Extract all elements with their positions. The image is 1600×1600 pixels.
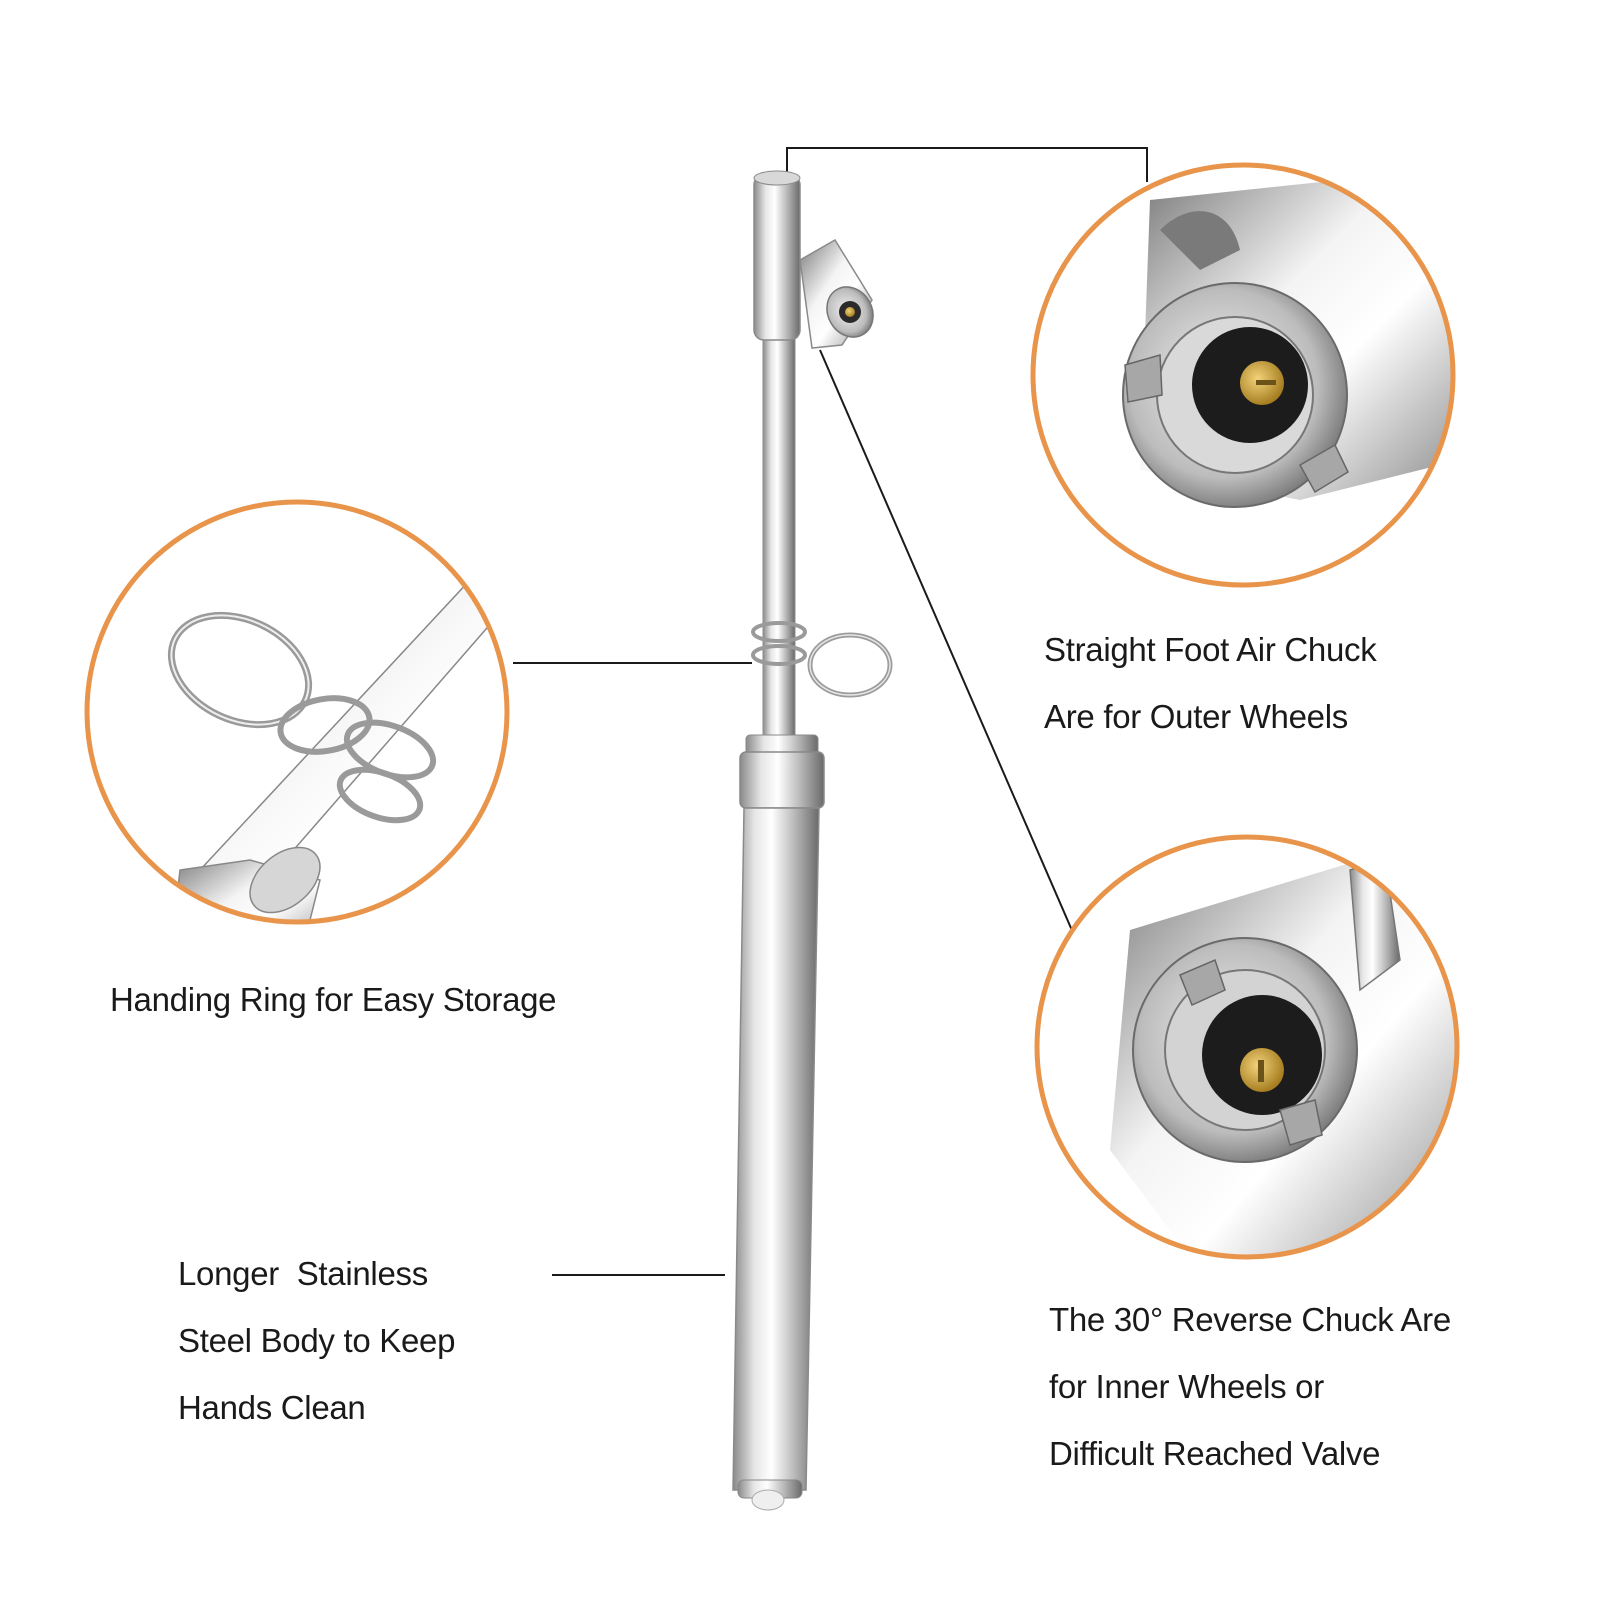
caption-line: Longer Stainless [178,1255,428,1292]
tire-gauge-icon [732,170,893,1511]
caption-line: Difficult Reached Valve [1049,1435,1381,1472]
key-ring-icon [84,499,510,925]
caption-straight-chuck: Straight Foot Air Chuck Are for Outer Wh… [1044,616,1377,750]
straight-chuck-icon [1030,162,1456,588]
caption-line: Are for Outer Wheels [1044,698,1348,735]
caption-hanging-ring: Handing Ring for Easy Storage [110,966,557,1033]
caption-line: Hands Clean [178,1389,366,1426]
caption-reverse-chuck: The 30° Reverse Chuck Are for Inner Whee… [1049,1286,1451,1487]
reverse-chuck-icon [1034,834,1460,1260]
caption-line: for Inner Wheels or [1049,1368,1324,1405]
leader-line-reverse-chuck [819,349,1075,936]
caption-line: Steel Body to Keep [178,1322,456,1359]
straight-chuck-detail-border [1030,162,1456,588]
caption-line: Handing Ring for Easy Storage [110,981,557,1018]
leader-line-straight-chuck [786,147,1148,182]
caption-line: Straight Foot Air Chuck [1044,631,1377,668]
ring-detail-border [84,499,510,925]
leader-lines [513,147,1148,1276]
reverse-chuck-detail-border [1034,834,1460,1260]
caption-line: The 30° Reverse Chuck Are [1049,1301,1451,1338]
caption-steel-body: Longer Stainless Steel Body to Keep Hand… [178,1240,455,1441]
